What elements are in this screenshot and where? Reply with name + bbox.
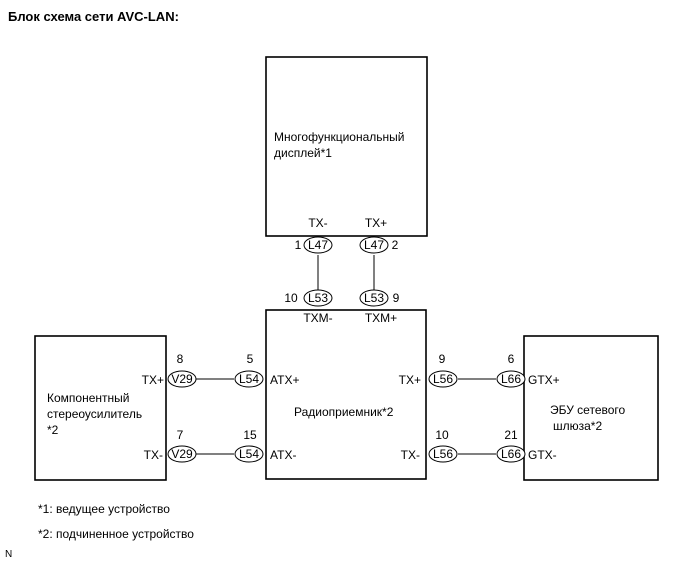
connector-l54-5-code: L54 bbox=[239, 372, 259, 386]
pin-number: 2 bbox=[392, 238, 399, 252]
terminal-label-radio-txm-plus: TXM+ bbox=[365, 311, 397, 325]
pin-number: 9 bbox=[439, 352, 446, 366]
connector-l53-9 bbox=[359, 289, 389, 307]
network-gateway-ecu-box bbox=[523, 335, 659, 481]
pin-number: 9 bbox=[393, 291, 400, 305]
connector-l53-9-code: L53 bbox=[364, 291, 384, 305]
terminal-label-gateway-gtx-minus: GTX- bbox=[528, 448, 557, 462]
connector-l47-2-code: L47 bbox=[364, 238, 384, 252]
terminal-label-gateway-gtx-plus: GTX+ bbox=[528, 373, 560, 387]
connector-l47-1 bbox=[303, 236, 333, 254]
pin-number: 5 bbox=[247, 352, 254, 366]
connector-l53-10-code: L53 bbox=[308, 291, 328, 305]
amp-label-line-2: стереоусилитель bbox=[47, 407, 142, 421]
terminal-label-display-tx-minus: TX- bbox=[308, 216, 327, 230]
amp-label-line-3: *2 bbox=[47, 423, 59, 437]
connector-v29-7 bbox=[167, 445, 197, 463]
terminal-label-display-tx-plus: TX+ bbox=[365, 216, 387, 230]
pin-number: 8 bbox=[177, 352, 184, 366]
footnote-slave-device: *2: подчиненное устройство bbox=[38, 527, 194, 541]
gateway-label-line-1: ЭБУ сетевого bbox=[550, 403, 626, 417]
display-label-line-1: Многофункциональный bbox=[274, 130, 404, 144]
connector-l56-10 bbox=[428, 445, 458, 463]
pin-number: 10 bbox=[435, 428, 449, 442]
terminal-label-radio-atx-minus: ATX- bbox=[270, 448, 296, 462]
connector-l53-10 bbox=[303, 289, 333, 307]
amp-label-line-1: Компонентный bbox=[47, 391, 129, 405]
multifunction-display-box bbox=[265, 56, 428, 237]
terminal-label-radio-atx-plus: ATX+ bbox=[270, 373, 299, 387]
terminal-label-amp-tx-minus: TX- bbox=[144, 448, 163, 462]
connector-l54-15 bbox=[234, 445, 264, 463]
connector-l66-6-code: L66 bbox=[501, 372, 521, 386]
stereo-amplifier-box bbox=[34, 335, 167, 481]
pin-number: 10 bbox=[284, 291, 298, 305]
connector-v29-8 bbox=[167, 370, 197, 388]
pin-number: 21 bbox=[504, 428, 518, 442]
pin-number: 7 bbox=[177, 428, 184, 442]
connector-l56-10-code: L56 bbox=[433, 447, 453, 461]
terminal-label-radio-tx-minus: TX- bbox=[401, 448, 420, 462]
display-label-line-2: дисплей*1 bbox=[274, 146, 332, 160]
pin-number: 1 bbox=[295, 238, 302, 252]
radio-receiver-box bbox=[265, 309, 427, 480]
gateway-label-line-2: шлюза*2 bbox=[553, 419, 602, 433]
terminal-label-amp-tx-plus: TX+ bbox=[142, 373, 164, 387]
pin-number: 6 bbox=[508, 352, 515, 366]
connector-l47-1-code: L47 bbox=[308, 238, 328, 252]
terminal-label-radio-tx-plus: TX+ bbox=[399, 373, 421, 387]
radio-label: Радиоприемник*2 bbox=[294, 405, 394, 419]
corner-mark: N bbox=[5, 549, 12, 560]
connector-l66-6 bbox=[496, 370, 526, 388]
diagram-title: Блок схема сети AVC-LAN: bbox=[8, 9, 179, 24]
connector-l56-9-code: L56 bbox=[433, 372, 453, 386]
connector-v29-7-code: V29 bbox=[171, 447, 193, 461]
connector-l66-21 bbox=[496, 445, 526, 463]
connector-l56-9 bbox=[428, 370, 458, 388]
connector-v29-8-code: V29 bbox=[171, 372, 193, 386]
connector-l47-2 bbox=[359, 236, 389, 254]
footnote-master-device: *1: ведущее устройство bbox=[38, 502, 170, 516]
pin-number: 15 bbox=[243, 428, 257, 442]
connector-l54-15-code: L54 bbox=[239, 447, 259, 461]
terminal-label-radio-txm-minus: TXM- bbox=[303, 311, 332, 325]
connector-l66-21-code: L66 bbox=[501, 447, 521, 461]
connector-l54-5 bbox=[234, 370, 264, 388]
